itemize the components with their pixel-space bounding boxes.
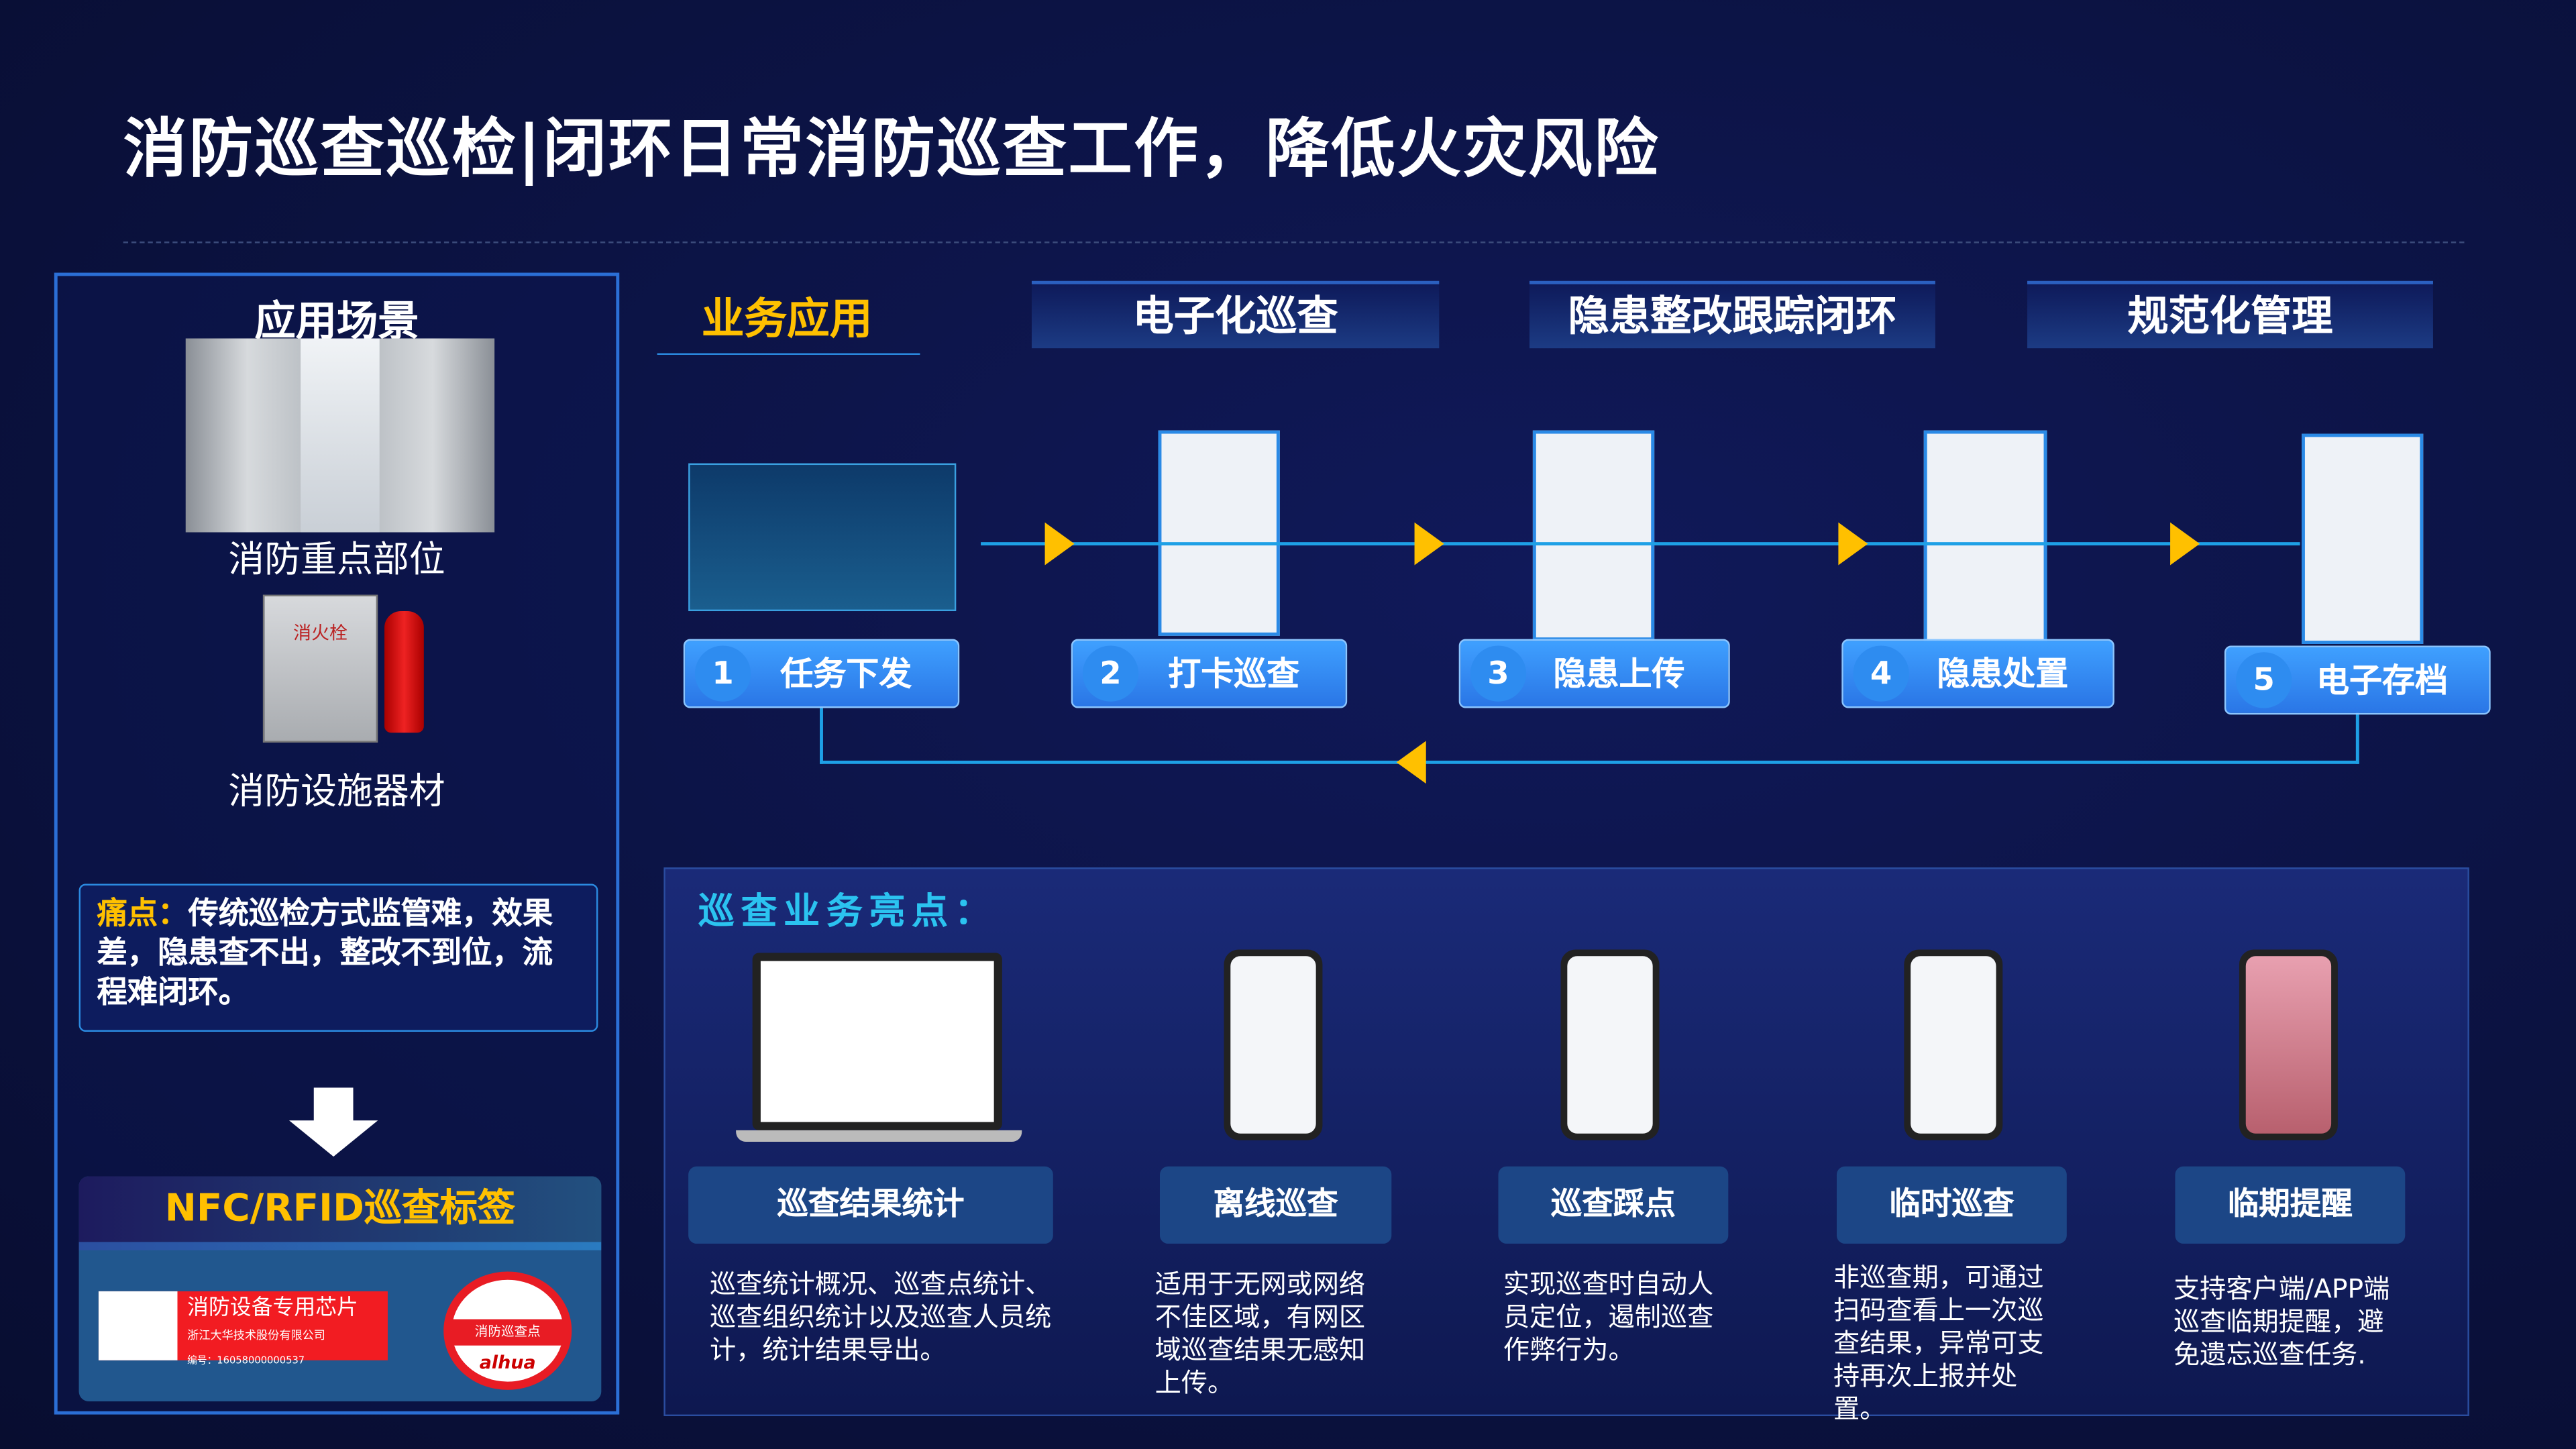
app-screenshot-checkin	[1158, 430, 1280, 636]
phone-image	[1904, 949, 2003, 1140]
step-number: 2	[1082, 645, 1139, 702]
step-label: 电子存档	[2316, 660, 2448, 700]
phone-image	[2239, 949, 2338, 1140]
patrol-point-sticker: 消防巡查点 alhua	[443, 1271, 572, 1390]
nfc-tag-panel: NFC/RFID巡查标签 消防设备专用芯片 浙江大华技术股份有限公司 编号：16…	[78, 1176, 602, 1401]
step-number: 3	[1470, 645, 1527, 702]
step-task-dispatch[interactable]: 1 任务下发	[683, 639, 960, 708]
arrow-right-icon	[1838, 522, 1868, 566]
arrow-right-icon	[1044, 522, 1075, 566]
switch-room-image	[185, 338, 495, 533]
chip-tag-image: 消防设备专用芯片 浙江大华技术股份有限公司 编号：16058000000537	[98, 1291, 388, 1367]
highlight-desc: 实现巡查时自动人员定位，遏制巡查作弊行为。	[1503, 1268, 1714, 1366]
pain-point-box: 痛点：传统巡检方式监管难，效果差，隐患查不出，整改不到位，流程难闭环。	[78, 883, 598, 1032]
highlight-desc: 非巡查期，可通过扫码查看上一次巡查结果，异常可支持再次上报并处置。	[1833, 1261, 2044, 1425]
highlight-desc: 支持客户端/APP端巡查临期提醒，避免遗忘巡查任务.	[2174, 1273, 2390, 1371]
scenario-heading: 应用场景	[254, 297, 419, 345]
arrow-right-icon	[2170, 522, 2200, 566]
section-underline	[657, 292, 920, 355]
scene-label-key-area: 消防重点部位	[228, 540, 445, 582]
laptop-base	[736, 1130, 1022, 1142]
highlights-title: 巡查业务亮点：	[698, 892, 998, 934]
highlight-desc: 适用于无网或网络不佳区域，有网区域巡查结果无感知上传。	[1155, 1268, 1366, 1399]
hydrant-image: 消火栓	[262, 594, 378, 743]
brand-logo: alhua	[479, 1352, 536, 1374]
step-number: 1	[694, 645, 751, 702]
step-checkin[interactable]: 2 打卡巡查	[1071, 639, 1348, 708]
highlight-temp-patrol: 临时巡查	[1836, 1166, 2067, 1244]
arrow-left-icon	[1396, 741, 1426, 784]
extinguisher-image	[384, 611, 424, 733]
highlight-due-reminder: 临期提醒	[2175, 1166, 2406, 1244]
dashboard-screenshot	[688, 463, 957, 612]
tag-code: 编号：16058000000537	[187, 1355, 305, 1367]
highlight-offline-patrol: 离线巡查	[1159, 1166, 1392, 1244]
hydrant-text: 消火栓	[293, 623, 347, 645]
app-screenshot-handle	[1923, 430, 2047, 645]
highlight-location-check: 巡查踩点	[1498, 1166, 1729, 1244]
loop-return-line	[820, 706, 2359, 764]
app-screenshot-archive	[2302, 433, 2424, 645]
arrow-down-icon	[289, 1087, 378, 1157]
step-archive[interactable]: 5 电子存档	[2224, 645, 2491, 715]
page-title: 消防巡查巡检|闭环日常消防巡查工作，降低火灾风险	[123, 113, 1660, 188]
flow-line	[981, 542, 2300, 546]
tab-standard-management[interactable]: 规范化管理	[2027, 280, 2433, 349]
step-label: 打卡巡查	[1168, 653, 1300, 694]
arrow-right-icon	[1414, 522, 1444, 566]
phone-image	[1560, 949, 1660, 1140]
pain-key: 痛点：	[97, 897, 189, 932]
tab-hazard-tracking[interactable]: 隐患整改跟踪闭环	[1529, 280, 1935, 349]
section-label: 业务应用	[701, 295, 873, 345]
scene-label-equipment: 消防设施器材	[228, 772, 445, 814]
step-label: 隐患上传	[1553, 653, 1685, 694]
divider	[123, 241, 2465, 244]
tag-company: 浙江大华技术股份有限公司	[187, 1329, 325, 1342]
sticker-title: 消防巡查点	[451, 1319, 564, 1346]
step-label: 隐患处置	[1937, 653, 2069, 694]
highlight-result-stats: 巡查结果统计	[688, 1166, 1053, 1244]
nfc-title: NFC/RFID巡查标签	[78, 1176, 602, 1242]
step-number: 4	[1853, 645, 1909, 702]
step-number: 5	[2236, 652, 2292, 708]
tag-title: 消防设备专用芯片	[187, 1296, 358, 1321]
pain-text: 传统巡检方式监管难，效果差，隐患查不出，整改不到位，流程难闭环。	[97, 897, 553, 1011]
step-hazard-handle[interactable]: 4 隐患处置	[1841, 639, 2114, 708]
step-hazard-upload[interactable]: 3 隐患上传	[1458, 639, 1730, 708]
highlight-desc: 巡查统计概况、巡查点统计、巡查组织统计以及巡查人员统计，统计结果导出。	[709, 1268, 1052, 1366]
step-label: 任务下发	[780, 653, 912, 694]
app-screenshot-upload	[1532, 430, 1655, 641]
tab-electronic-patrol[interactable]: 电子化巡查	[1031, 280, 1440, 349]
phone-image	[1224, 949, 1323, 1140]
laptop-image	[752, 953, 1002, 1130]
